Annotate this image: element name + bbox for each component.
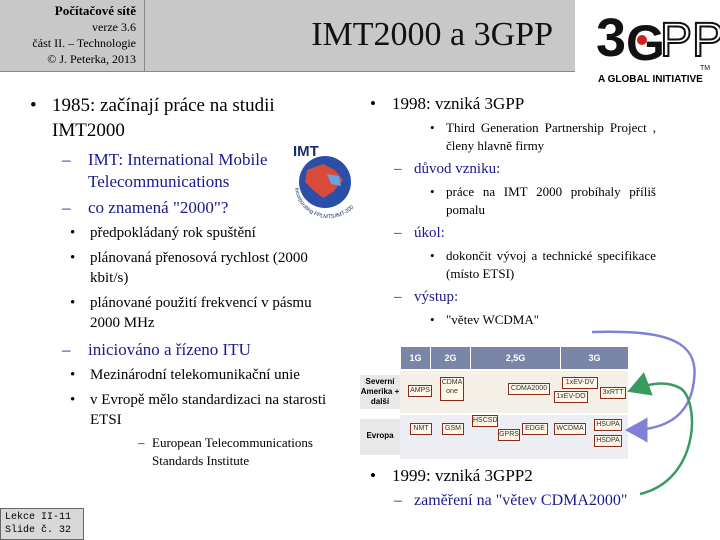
generations-table: 1G 2G 2,5G 3G Severní Amerika + další Ev… xyxy=(360,347,628,459)
imt-globe-graphic: IMT Incorporating FPLMTS/IMT-2000/GMPCS xyxy=(281,136,355,220)
tech-cell: HSDPA xyxy=(594,435,622,447)
left-column: 1985: začínají práce na studii IMT2000 –… xyxy=(30,93,360,470)
bullet-1999: 1999: vzniká 3GPP2 xyxy=(366,465,686,487)
gen-header: 2,5G xyxy=(470,347,560,369)
title-bar: IMT2000 a 3GPP xyxy=(145,0,575,72)
task-item: dokončit vývoj a technické specifikace (… xyxy=(366,247,656,283)
course-info: Počítačové sítě verze 3.6 část II. – Tec… xyxy=(0,0,145,72)
region-na: Severní Amerika + další xyxy=(360,375,400,409)
gen-header: 1G xyxy=(400,347,430,369)
meaning-item: plánovaná přenosová rychlost (2000 kbit/… xyxy=(30,248,330,288)
course-copyright: © J. Peterka, 2013 xyxy=(47,52,136,66)
tech-cell: CDMA2000 xyxy=(508,383,550,395)
3gpp2-focus-text: zaměření na "větev CDMA2000" xyxy=(414,492,628,509)
tech-cell: 1xEV-DO xyxy=(554,391,588,403)
course-part: část II. – Technologie xyxy=(32,36,136,50)
tech-cell: HSCSD xyxy=(472,415,498,427)
imt-logo-text: IMT xyxy=(293,143,319,160)
output-item: "větev WCDMA" xyxy=(366,311,656,329)
3gpp-tagline: A GLOBAL INITIATIVE xyxy=(598,74,703,85)
tech-cell: EDGE xyxy=(522,423,548,435)
3gpp-logo: 3 G PP TM A GLOBAL INITIATIVE xyxy=(590,0,720,96)
tech-cell: WCDMA xyxy=(554,423,586,435)
region-eu: Evropa xyxy=(360,419,400,455)
tech-cell: GSM xyxy=(442,423,464,435)
reason-label: –důvod vzniku: xyxy=(394,161,501,177)
output-label: –výstup: xyxy=(394,289,459,305)
course-name: Počítačové sítě xyxy=(54,3,136,18)
3gpp-logo-graphic: 3 G PP TM xyxy=(596,8,720,72)
tech-cell: HSUPA xyxy=(594,419,622,431)
meaning-2000-text: co znamená "2000"? xyxy=(88,198,229,217)
3gpp-description: Third Generation Partnership Project , č… xyxy=(366,119,656,155)
course-version: verze 3.6 xyxy=(92,20,136,34)
gen-header: 2G xyxy=(430,347,470,369)
right-column: 1998: vzniká 3GPP Third Generation Partn… xyxy=(366,93,686,329)
tech-cell: GPRS xyxy=(498,429,520,441)
etsi-definition: –European Telecommunications Standards I… xyxy=(138,435,313,468)
wcdma-arrow xyxy=(591,330,696,443)
itu-initiated-text: iniciováno a řízeno ITU xyxy=(88,340,251,359)
gen-header: 3G xyxy=(560,347,628,369)
meaning-item: plánované použití frekvencí v pásmu 2000… xyxy=(30,293,330,333)
slide-number: Slide č. 32 xyxy=(5,525,72,536)
output-label-text: výstup: xyxy=(414,289,459,305)
itu-initiated: –iniciováno a řízeno ITU xyxy=(62,340,251,359)
tech-cell: 1xEV-DV xyxy=(562,377,598,389)
meaning-item: předpokládaný rok spuštění xyxy=(30,223,330,243)
imt-logo: IMT Incorporating FPLMTS/IMT-2000/GMPCS xyxy=(281,136,363,240)
reason-item: práce na IMT 2000 probíhaly příliš pomal… xyxy=(366,183,656,219)
tech-cell: AMPS xyxy=(408,385,432,397)
imt-definition: –IMT: International Mobile Telecommunica… xyxy=(62,150,268,191)
itu-item: v Evropě mělo standardizaci na starosti … xyxy=(30,390,330,430)
3gpp2-focus: –zaměření na "větev CDMA2000" xyxy=(394,492,628,509)
trademark-mark: TM xyxy=(700,65,710,72)
task-label: –úkol: xyxy=(394,225,445,241)
task-label-text: úkol: xyxy=(414,225,445,241)
svg-text:PP: PP xyxy=(660,14,720,67)
slide-footer: Lekce II-11 Slide č. 32 xyxy=(0,508,84,540)
tech-cell: 3xRTT xyxy=(600,387,626,399)
lesson-number: Lekce II-11 xyxy=(5,512,72,523)
bullet-1998: 1998: vzniká 3GPP xyxy=(366,93,686,115)
itu-item: Mezinárodní telekomunikační unie xyxy=(30,365,330,385)
etsi-definition-text: European Telecommunications Standards In… xyxy=(152,435,313,468)
bullet-1985: 1985: začínají práce na studii IMT2000 xyxy=(30,93,330,143)
meaning-2000: –co znamená "2000"? xyxy=(62,198,229,217)
right-column-bottom: 1999: vzniká 3GPP2 –zaměření na "větev C… xyxy=(366,465,686,511)
svg-text:3: 3 xyxy=(596,8,626,68)
slide-title: IMT2000 a 3GPP xyxy=(311,16,553,53)
reason-label-text: důvod vzniku: xyxy=(414,161,501,177)
imt-definition-text: IMT: International Mobile Telecommunicat… xyxy=(88,150,268,191)
tech-cell: NMT xyxy=(410,423,432,435)
tech-cell: CDMA one xyxy=(440,377,464,401)
